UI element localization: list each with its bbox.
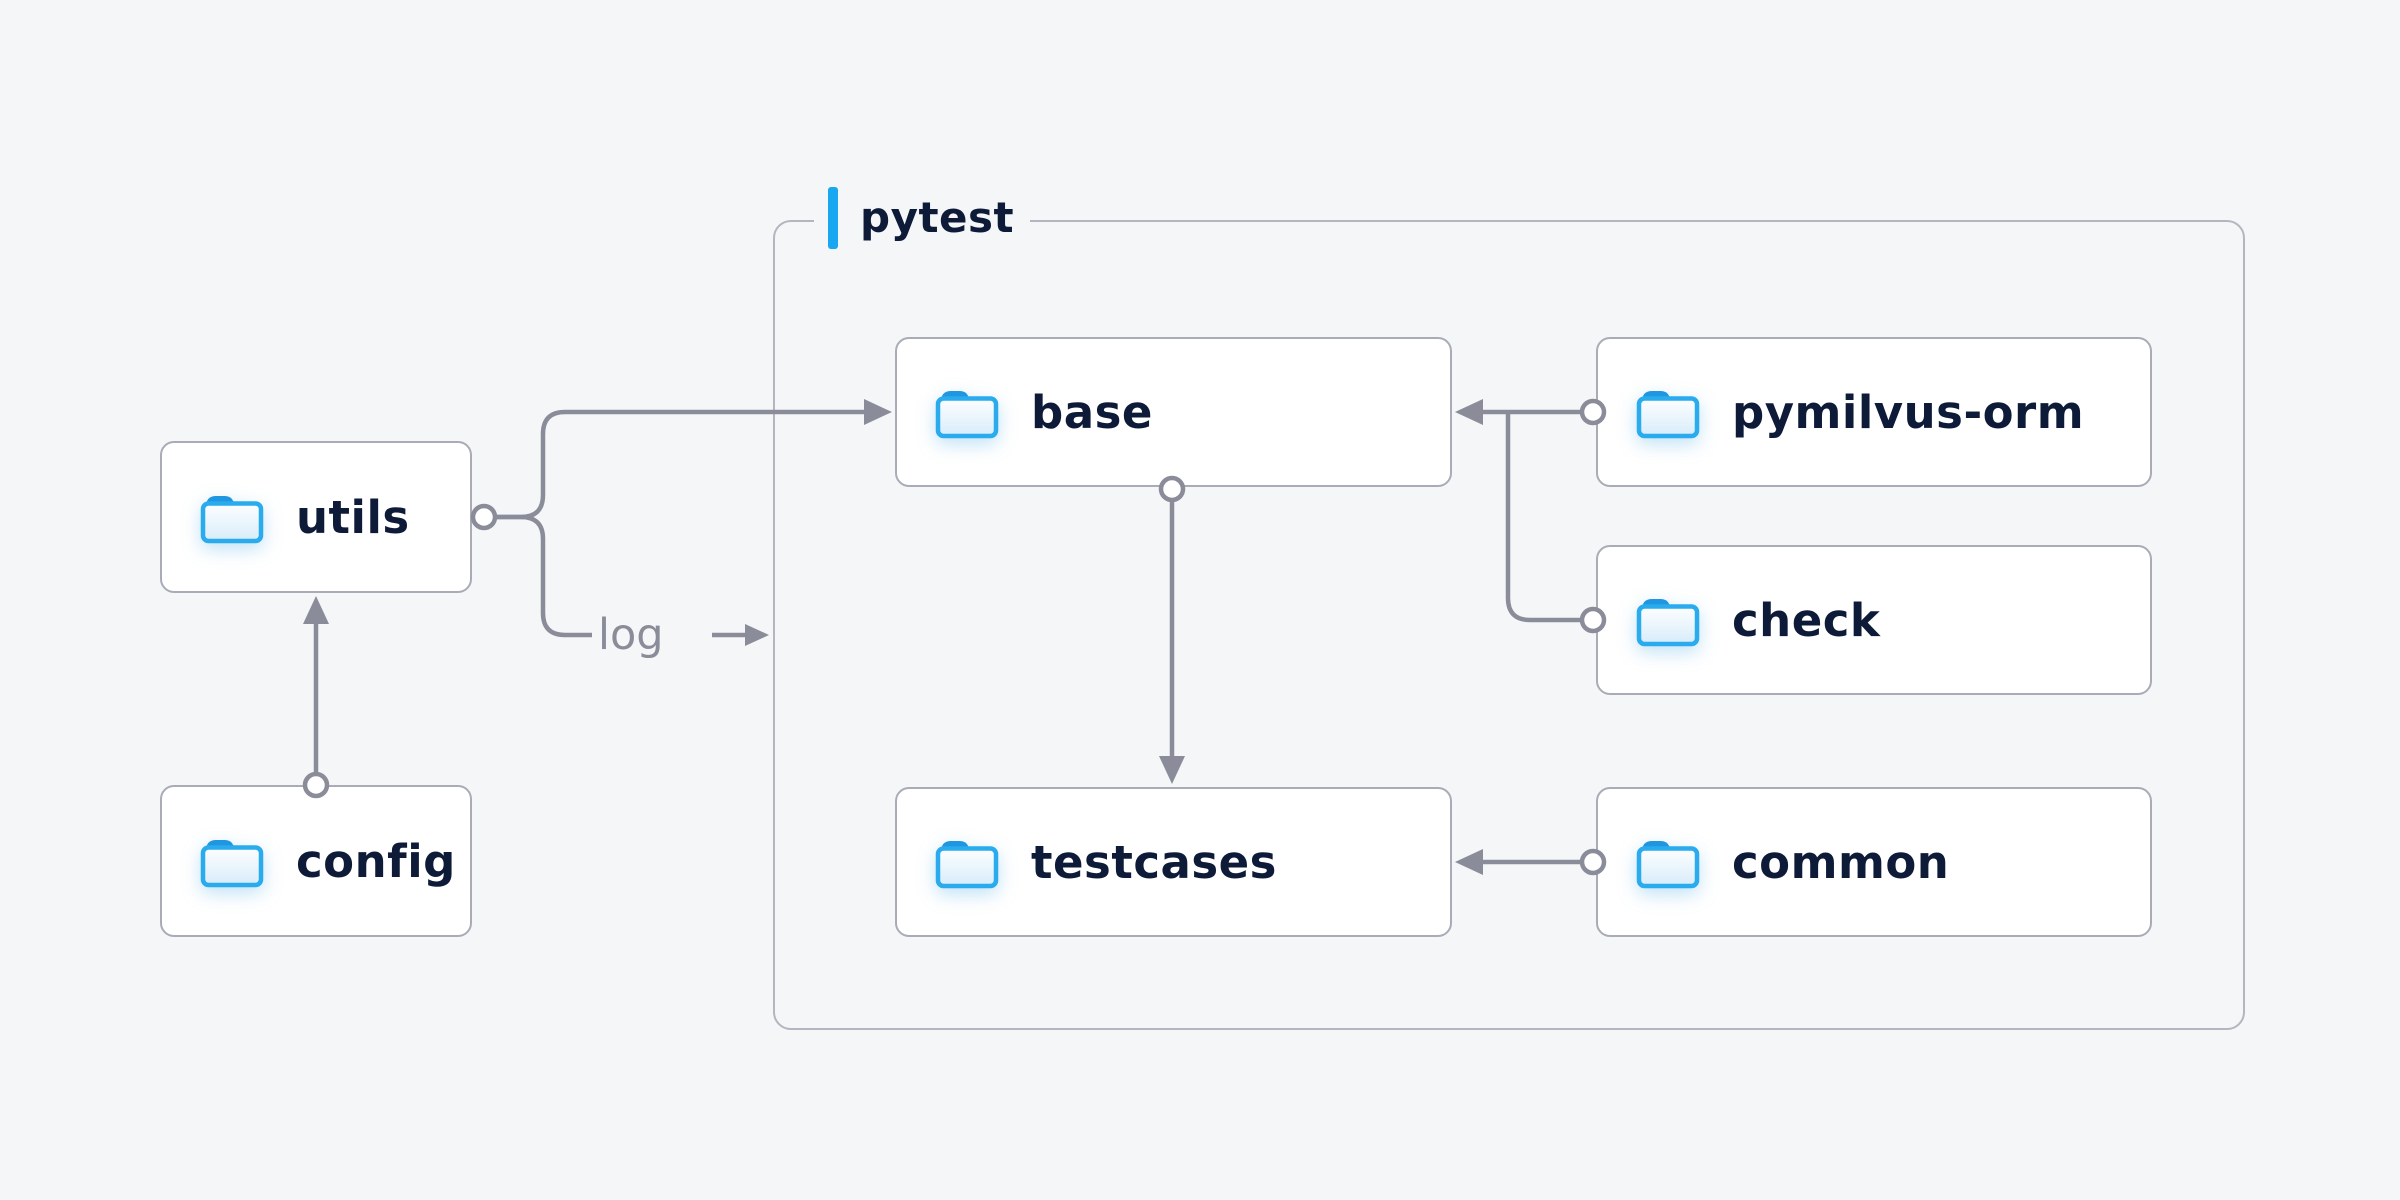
pytest-group-label: pytest bbox=[814, 186, 1031, 250]
folder-icon bbox=[1636, 385, 1700, 439]
node-label: utils bbox=[296, 490, 410, 544]
pytest-group-title: pytest bbox=[860, 193, 1015, 242]
node-pymilvus-orm[interactable]: pymilvus-orm bbox=[1596, 337, 2152, 487]
pytest-group-box bbox=[773, 220, 2245, 1030]
arrowhead-log-into-group bbox=[745, 624, 769, 646]
accent-bar bbox=[828, 187, 838, 249]
folder-icon bbox=[1636, 835, 1700, 889]
node-testcases[interactable]: testcases bbox=[895, 787, 1452, 937]
node-check[interactable]: check bbox=[1596, 545, 2152, 695]
node-label: pymilvus-orm bbox=[1732, 385, 2085, 439]
node-label: testcases bbox=[1031, 835, 1277, 889]
port-utils-right bbox=[470, 503, 498, 531]
folder-icon bbox=[935, 835, 999, 889]
node-label: check bbox=[1732, 593, 1881, 647]
wire-utils-to-log bbox=[497, 514, 592, 638]
folder-icon bbox=[200, 490, 264, 544]
folder-icon bbox=[200, 834, 264, 888]
node-utils[interactable]: utils bbox=[160, 441, 472, 593]
edge-label-log: log bbox=[598, 610, 664, 660]
folder-icon bbox=[935, 385, 999, 439]
node-label: base bbox=[1031, 385, 1153, 439]
folder-icon bbox=[1636, 593, 1700, 647]
node-label: common bbox=[1732, 835, 1950, 889]
node-config[interactable]: config bbox=[160, 785, 472, 937]
node-label: config bbox=[296, 834, 456, 888]
arrowhead-into-utils-bottom bbox=[303, 596, 329, 624]
node-base[interactable]: base bbox=[895, 337, 1452, 487]
node-common[interactable]: common bbox=[1596, 787, 2152, 937]
